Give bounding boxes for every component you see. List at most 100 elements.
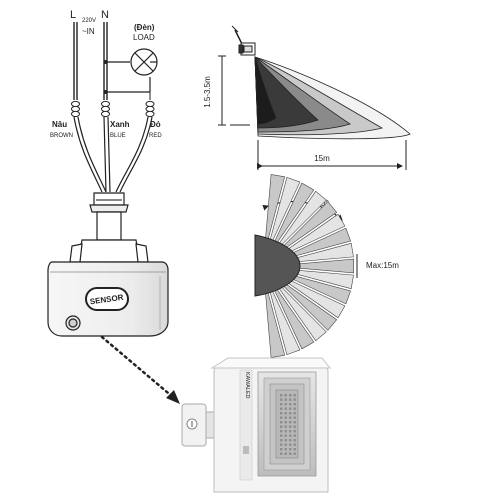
fan-center xyxy=(254,234,301,297)
junction-dot xyxy=(103,90,108,94)
brand-label: KAWALED xyxy=(244,372,250,399)
input-label: ~IN xyxy=(82,27,95,36)
led-chip xyxy=(289,407,292,410)
led-chip xyxy=(289,416,292,419)
led-chip xyxy=(289,421,292,424)
led-chip xyxy=(284,452,287,455)
led-chip xyxy=(293,421,296,424)
led-chip xyxy=(280,412,283,415)
voltage-label: 220V xyxy=(82,18,96,24)
led-chip xyxy=(284,398,287,401)
terminal-n-label: N xyxy=(101,9,109,21)
led-chip xyxy=(289,439,292,442)
led-chip xyxy=(284,412,287,415)
floodlight-top-lip xyxy=(210,357,332,369)
led-chip xyxy=(289,434,292,437)
led-chip xyxy=(284,416,287,419)
led-panel xyxy=(257,371,317,477)
connection-arrow xyxy=(100,335,180,404)
led-chip xyxy=(293,394,296,397)
led-chip xyxy=(284,394,287,397)
load-lamp-symbol xyxy=(106,48,158,93)
led-chip xyxy=(284,448,287,451)
led-chip xyxy=(280,448,283,451)
led-chip xyxy=(280,430,283,433)
led-chip xyxy=(293,403,296,406)
terminal-l-label: L xyxy=(70,9,76,21)
connector-brown xyxy=(71,100,80,118)
led-chip xyxy=(280,403,283,406)
led-chip xyxy=(284,407,287,410)
wire-red-vn: Đỏ xyxy=(150,120,161,129)
led-chip xyxy=(289,398,292,401)
connector-blue xyxy=(101,100,110,118)
junction-dot xyxy=(103,60,108,64)
led-chip xyxy=(289,448,292,451)
led-chip xyxy=(289,425,292,428)
distance-dimension xyxy=(257,140,407,170)
led-chip xyxy=(293,425,296,428)
height-label: 1.5-3.5m xyxy=(203,76,212,108)
led-chip xyxy=(289,443,292,446)
led-chip xyxy=(280,407,283,410)
distance-label: 15m xyxy=(314,154,330,163)
led-chip xyxy=(280,394,283,397)
led-chip xyxy=(284,421,287,424)
led-chip xyxy=(284,434,287,437)
load-vn-label: (Đèn) xyxy=(134,23,155,32)
led-chip xyxy=(293,448,296,451)
led-chip xyxy=(280,443,283,446)
floodlight-sensor-module xyxy=(181,403,215,447)
wire-blue-en: BLUE xyxy=(110,133,126,139)
load-en-label: LOAD xyxy=(133,33,155,42)
sensor-bracket xyxy=(69,239,149,263)
wire-red-en: RED xyxy=(149,133,162,139)
connector-red xyxy=(145,92,155,118)
led-chip xyxy=(289,394,292,397)
led-chip xyxy=(293,407,296,410)
cable-gland xyxy=(89,192,129,241)
wire-brown-en: BROWN xyxy=(50,133,73,139)
sensor-cables xyxy=(73,116,153,193)
max-range-label: Max:15m xyxy=(366,261,399,270)
mounted-sensor-icon xyxy=(231,25,256,56)
led-chip xyxy=(289,430,292,433)
top-detection-section: 180° Max:15m xyxy=(254,174,399,358)
wire-brown-vn: Nâu xyxy=(52,120,67,129)
led-chip xyxy=(284,425,287,428)
led-chip xyxy=(280,421,283,424)
led-chip xyxy=(280,434,283,437)
led-chip xyxy=(293,416,296,419)
wire-connectors xyxy=(71,92,155,118)
led-chip xyxy=(280,452,283,455)
wiring-section: L N 220V ~IN (Đèn) LOAD xyxy=(47,9,180,404)
led-chip xyxy=(280,439,283,442)
led-chip xyxy=(293,439,296,442)
led-chip xyxy=(293,430,296,433)
detection-cone-side xyxy=(254,55,411,140)
led-chip xyxy=(293,434,296,437)
floodlight-section: KAWALED xyxy=(181,357,332,493)
led-chip xyxy=(293,452,296,455)
led-chip xyxy=(284,443,287,446)
ce-mark xyxy=(243,446,249,454)
sensor-body xyxy=(47,261,169,337)
led-chip xyxy=(289,403,292,406)
led-chip xyxy=(280,398,283,401)
led-chip xyxy=(289,412,292,415)
led-chip xyxy=(284,403,287,406)
led-chip xyxy=(293,398,296,401)
height-dimension xyxy=(218,55,250,126)
detection-fan-top xyxy=(265,174,354,358)
wire-blue-vn: Xanh xyxy=(110,120,130,129)
led-chip xyxy=(280,416,283,419)
led-chip xyxy=(284,430,287,433)
led-chip xyxy=(289,452,292,455)
led-chip xyxy=(293,412,296,415)
led-chip xyxy=(284,439,287,442)
side-detection-section: 1.5-3.5m 15m xyxy=(203,25,411,170)
led-chip xyxy=(280,425,283,428)
led-chip xyxy=(293,443,296,446)
led-array xyxy=(280,394,296,455)
